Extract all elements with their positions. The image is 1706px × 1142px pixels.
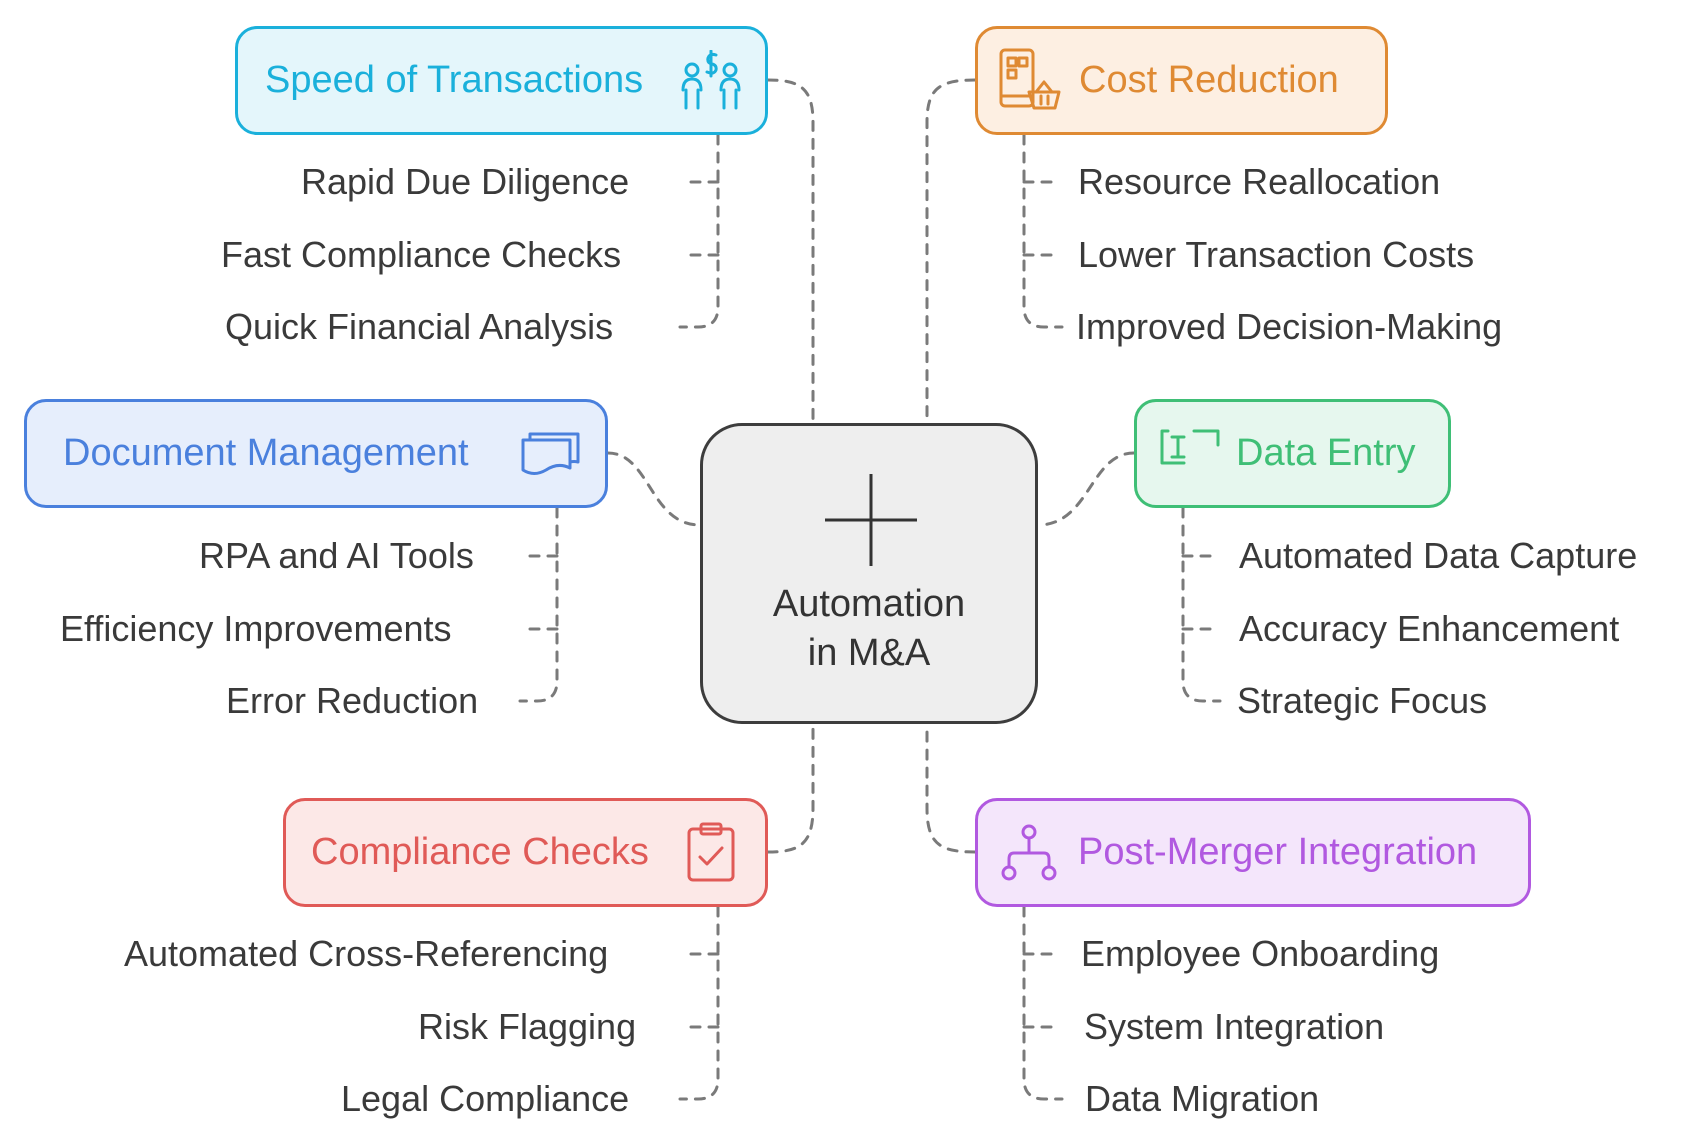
cost-item-3: Improved Decision-Making: [1076, 306, 1503, 347]
node-data-title: Data Entry: [1236, 432, 1416, 474]
connector-integration: [925, 722, 977, 854]
integration-item-2: System Integration: [1084, 1006, 1385, 1047]
node-document-management: [24, 399, 608, 508]
node-speed-of-transactions: [235, 26, 768, 135]
speed-item-3: Quick Financial Analysis: [225, 306, 614, 347]
speed-item-2: Fast Compliance Checks: [221, 234, 622, 275]
node-speed-title: Speed of Transactions: [265, 59, 644, 101]
node-compliance-title: Compliance Checks: [311, 831, 649, 873]
data-item-3: Strategic Focus: [1237, 680, 1488, 721]
speed-item-1: Rapid Due Diligence: [301, 161, 630, 202]
compliance-item-1: Automated Cross-Referencing: [124, 933, 609, 974]
data-item-1: Automated Data Capture: [1239, 535, 1638, 576]
data-item-2: Accuracy Enhancement: [1239, 608, 1620, 649]
connector-integration-items: [1022, 905, 1064, 1101]
connector-compliance: [766, 722, 815, 854]
connector-cost: [925, 78, 977, 425]
text-cursor-icon: [1160, 429, 1220, 465]
clipboard-check-icon: [687, 822, 735, 882]
document-item-1: RPA and AI Tools: [199, 535, 474, 576]
center-label-line-1: Automation: [772, 583, 966, 625]
node-data-entry: [1134, 399, 1451, 508]
node-compliance-checks: [283, 798, 768, 907]
cost-item-2: Lower Transaction Costs: [1078, 234, 1475, 275]
connector-document: [606, 451, 702, 527]
document-item-2: Efficiency Improvements: [60, 608, 452, 649]
connector-data: [1036, 451, 1136, 527]
connector-compliance-items: [678, 905, 720, 1101]
node-cost-reduction: [975, 26, 1388, 135]
node-post-merger-integration: [975, 798, 1531, 907]
integration-item-1: Employee Onboarding: [1081, 933, 1440, 974]
connector-document-items: [518, 506, 559, 703]
mobile-shopping-icon: [999, 48, 1061, 110]
connector-speed-items: [678, 133, 720, 329]
document-item-3: Error Reduction: [226, 680, 479, 721]
documents-icon: [521, 432, 580, 475]
node-integration-title: Post-Merger Integration: [1078, 831, 1478, 873]
compliance-item-3: Legal Compliance: [341, 1078, 630, 1119]
center-label-line-2: in M&A: [807, 632, 931, 674]
center-node: [700, 423, 1038, 724]
connector-cost-items: [1022, 133, 1064, 329]
people-money-icon: [681, 50, 741, 110]
node-document-title: Document Management: [63, 432, 469, 474]
compliance-item-2: Risk Flagging: [418, 1006, 637, 1047]
integration-item-3: Data Migration: [1085, 1078, 1320, 1119]
plus-icon: [825, 474, 917, 566]
cost-item-1: Resource Reallocation: [1078, 161, 1441, 202]
hierarchy-icon: [1001, 824, 1057, 881]
node-cost-title: Cost Reduction: [1079, 59, 1339, 101]
connector-data-items: [1181, 506, 1222, 703]
connector-speed: [766, 78, 815, 425]
